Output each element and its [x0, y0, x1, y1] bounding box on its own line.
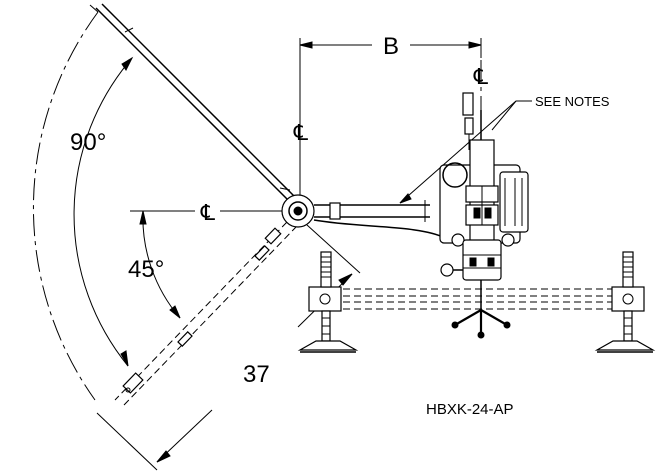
- pivot-vertical-centerline: ℄: [293, 120, 309, 145]
- dimension-b: B: [299, 33, 482, 200]
- see-notes-callout: SEE NOTES: [399, 94, 610, 204]
- see-notes-label: SEE NOTES: [535, 94, 610, 109]
- pivot-joint: [281, 194, 315, 228]
- head-vertical-centerline: ℄: [473, 60, 489, 110]
- arm-upper-position: [95, 3, 295, 201]
- right-leveling-foot: [594, 251, 656, 353]
- centerline-symbol-horizontal: ℄: [200, 200, 216, 225]
- drill-head: [439, 92, 529, 339]
- centerline-symbol-pivot: ℄: [293, 120, 309, 145]
- angle-90: 90°: [70, 56, 134, 367]
- main-arm: [313, 200, 446, 239]
- travel-arc: [32, 4, 99, 401]
- arm-lower-position: [114, 221, 298, 406]
- dim-b-label: B: [383, 33, 399, 60]
- pivot-horizontal-centerline: ℄: [130, 200, 285, 225]
- angle-45-label: 45°: [128, 256, 164, 283]
- angle-45: 45°: [128, 210, 181, 319]
- dim-37-label: 37: [243, 361, 270, 388]
- base-beam: [308, 286, 645, 312]
- dimension-37: 37: [96, 224, 361, 471]
- left-leveling-foot: [297, 251, 359, 353]
- centerline-symbol-head: ℄: [473, 64, 489, 89]
- angle-90-label: 90°: [70, 129, 106, 156]
- model-label: HBXK-24-AP: [426, 401, 514, 418]
